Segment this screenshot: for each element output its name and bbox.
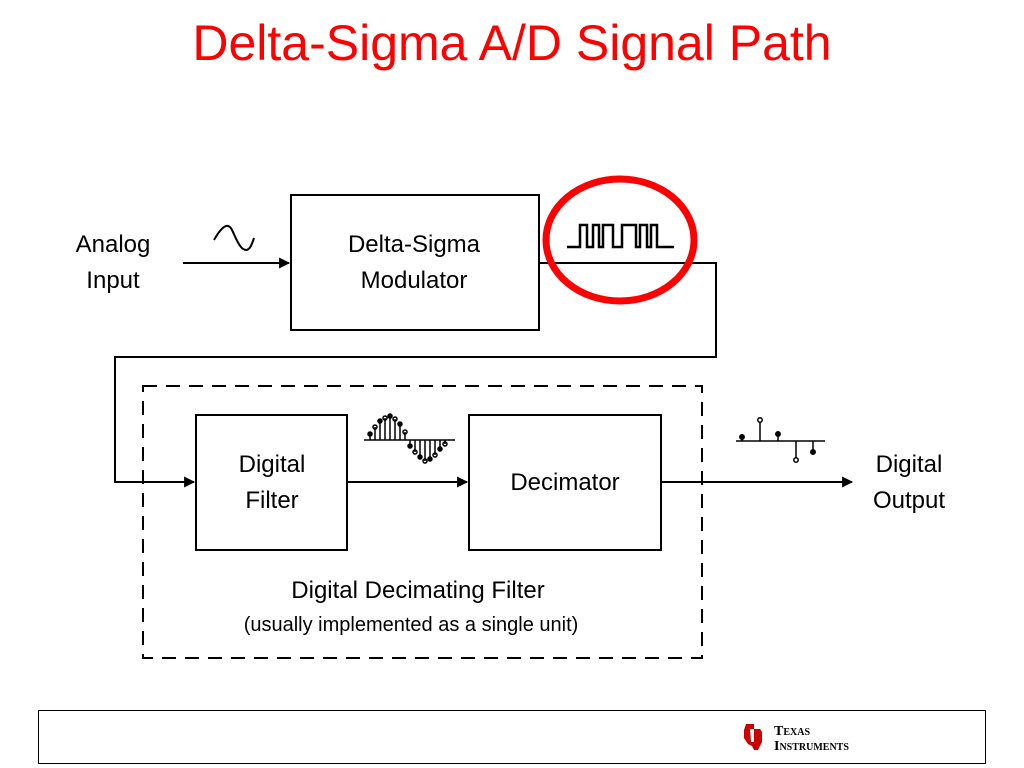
pulse-stream-icon bbox=[567, 223, 674, 249]
logo-line1: Texas bbox=[774, 724, 810, 739]
logo-line2: Instruments bbox=[774, 739, 849, 754]
analog-input-label-line2: Input bbox=[86, 267, 140, 294]
decimating-filter-label: Digital Decimating Filter bbox=[291, 577, 544, 604]
modulator-label-line1: Delta-Sigma bbox=[348, 231, 481, 258]
analog-input-label-line1: Analog bbox=[76, 231, 151, 258]
decimating-filter-boundary bbox=[142, 385, 703, 659]
ti-logo-icon: Texas Instruments bbox=[744, 724, 849, 754]
page-title: Delta-Sigma A/D Signal Path bbox=[192, 15, 832, 71]
decimator-block bbox=[468, 414, 662, 551]
sampled-sine-icon bbox=[364, 413, 455, 464]
bitstream-highlight-circle bbox=[542, 175, 698, 305]
digital-filter-block bbox=[195, 414, 348, 551]
digital-output-label-line2: Output bbox=[873, 487, 945, 514]
modulator-block bbox=[290, 194, 540, 331]
decimator-label: Decimator bbox=[510, 469, 619, 496]
sine-wave-icon bbox=[213, 224, 255, 252]
decimated-samples-icon bbox=[736, 417, 825, 463]
modulator-label-line2: Modulator bbox=[361, 267, 468, 294]
footer-bar bbox=[38, 710, 986, 764]
digital-filter-label-line2: Filter bbox=[245, 487, 298, 514]
decimating-filter-note: (usually implemented as a single unit) bbox=[244, 614, 579, 636]
digital-output-label-line1: Digital bbox=[876, 451, 943, 478]
digital-filter-label-line1: Digital bbox=[239, 451, 306, 478]
